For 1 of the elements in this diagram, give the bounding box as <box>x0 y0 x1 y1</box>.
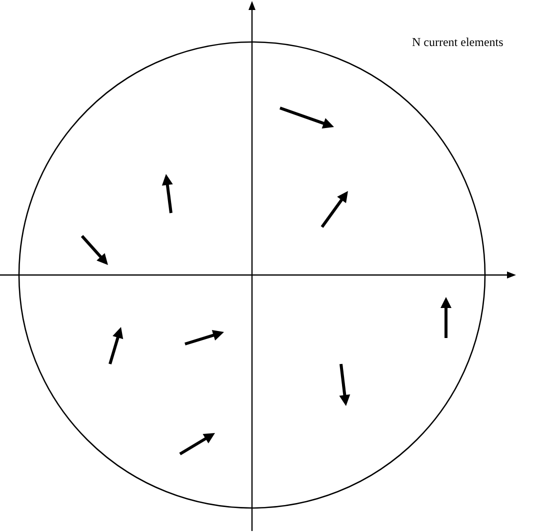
annotation-text: N current elements <box>412 35 504 50</box>
